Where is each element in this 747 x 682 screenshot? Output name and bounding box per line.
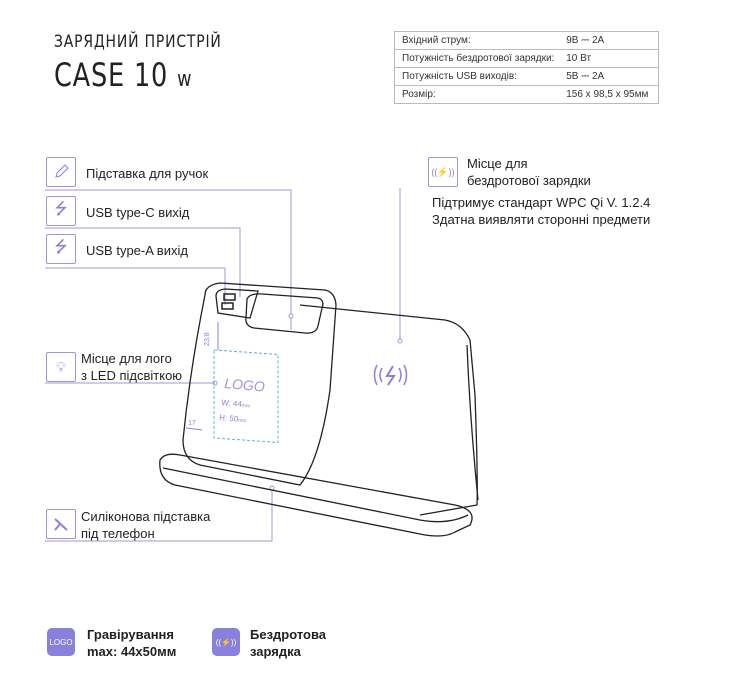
usb-icon: ⭍ [46,196,76,226]
callout-usb-c: USB type-C вихід [86,205,190,220]
svg-text:H: 50mm: H: 50mm [219,413,247,424]
dim-left: 17 [188,420,196,427]
product-subtitle: ЗАРЯДНИЙ ПРИСТРІЙ [54,32,222,52]
pencil-icon [46,157,76,187]
table-row: Потужність USB виходів:5В ⎓ 2А [394,67,660,86]
phone-stand-icon [46,509,76,539]
wireless-charging-badge: ((⚡)) [212,628,240,656]
product-title: CASE 10 w [54,56,193,94]
callout-pen-holder: Підставка для ручок [86,166,209,181]
logo-placeholder: LOGO [224,375,266,394]
table-row: Розмір:156 х 98,5 х 95мм [394,85,660,104]
logo-badge: LOGO [47,628,75,656]
usb-icon: ⭍ [46,234,76,264]
callout-usb-a: USB type-A вихід [86,243,188,258]
dim-top: 23,8 [204,332,211,346]
svg-text:W: 44mm: W: 44mm [221,398,251,410]
wireless-charging-icon [373,364,408,386]
bulb-icon: 💡︎ [46,352,76,382]
specs-table: Вхідний струм:9В ⎓ 2А Потужність бездрот… [394,31,660,104]
wireless-charging-icon: ((⚡)) [428,157,458,187]
